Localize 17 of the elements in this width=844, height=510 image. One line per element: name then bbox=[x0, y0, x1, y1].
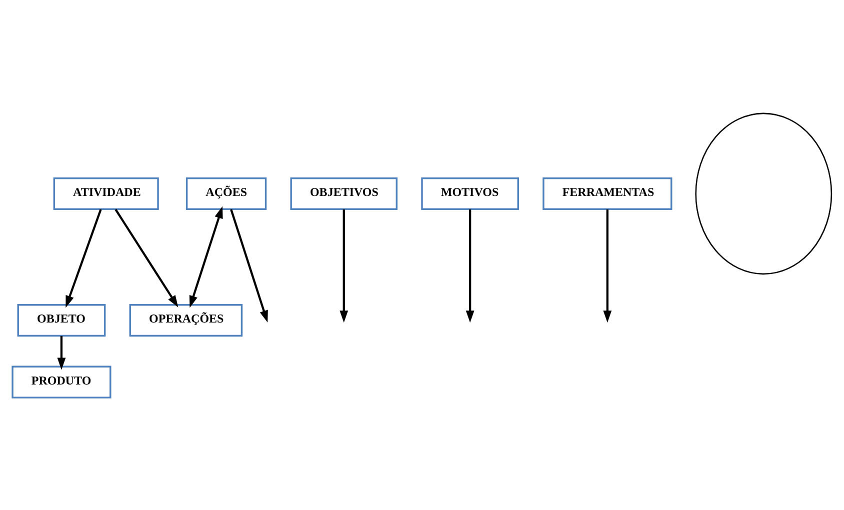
node-box: OBJETO bbox=[17, 304, 106, 336]
node-box: FERRAMENTAS bbox=[542, 176, 672, 210]
node-ellipse bbox=[695, 112, 832, 274]
arrow bbox=[466, 208, 474, 322]
node-box: ATIVIDADE bbox=[53, 176, 159, 210]
arrow bbox=[603, 208, 612, 322]
arrow bbox=[189, 206, 223, 308]
arrow bbox=[114, 208, 178, 307]
node-box: AÇÕES bbox=[186, 176, 267, 210]
arrow bbox=[340, 208, 348, 322]
arrow bbox=[57, 336, 66, 370]
arrow bbox=[66, 208, 102, 308]
node-box: OPERAÇÕES bbox=[129, 304, 243, 336]
arrow bbox=[230, 208, 268, 322]
node-box: MOTIVOS bbox=[421, 176, 519, 210]
node-box: OBJETIVOS bbox=[290, 176, 398, 210]
node-box: PRODUTO bbox=[12, 365, 112, 398]
